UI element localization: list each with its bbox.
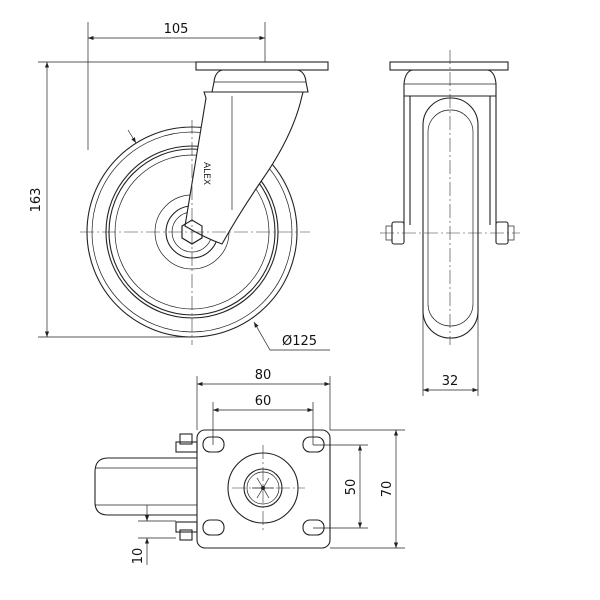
swivel-bearing (211, 69, 309, 93)
dim-offset-10: 10 (131, 548, 146, 565)
dim-plate-height-70: 70 (380, 481, 395, 498)
top-plate-outline (196, 429, 331, 549)
dim-height-163: 163 (29, 188, 44, 213)
top-view: 80 60 50 70 10 (94, 368, 405, 565)
top-plate (195, 61, 329, 71)
mounting-holes (202, 436, 325, 536)
wheel-top (94, 457, 197, 516)
fork (184, 91, 304, 245)
front-view: ALEX 105 163 Ø125 (29, 22, 330, 351)
dim-hole-spacing-60: 60 (255, 394, 272, 409)
dim-diameter-125: Ø125 (282, 334, 317, 349)
side-view: 32 (380, 50, 520, 396)
top-plate-side (389, 61, 509, 71)
dim-hole-spacing-50: 50 (344, 479, 359, 496)
dim-plate-width-80: 80 (255, 368, 272, 383)
dim-width-105: 105 (164, 22, 189, 37)
brand-logo: ALEX (201, 162, 211, 185)
dim-wheel-width-32: 32 (442, 374, 459, 389)
wheel-side (422, 97, 479, 339)
